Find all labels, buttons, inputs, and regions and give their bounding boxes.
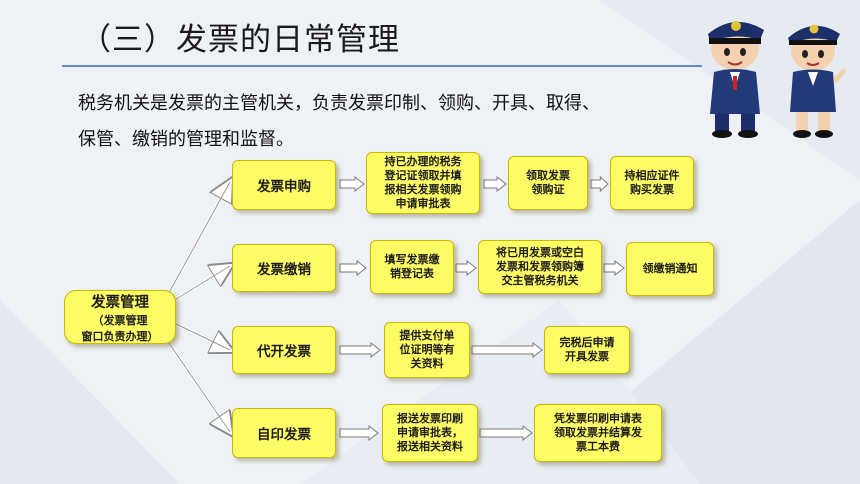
- agent-issue-step-1: 提供支付单 位证明等有 关资料: [384, 322, 470, 378]
- agent-issue-step-2: 完税后申请 开具发票: [544, 326, 630, 374]
- step-arrow-9: [339, 424, 379, 442]
- step-arrow-1: [339, 175, 365, 193]
- cancellation-step-3: 领缴销通知: [626, 242, 714, 296]
- cancellation-step-1: 填写发票缴 销登记表: [370, 240, 454, 294]
- purchase-step-1: 持已办理的税务 登记证领取并填 报相关发票领购 申请审批表: [366, 152, 480, 214]
- step-arrow-10: [479, 424, 533, 442]
- intro-text: 税务机关是发票的主管机关，负责发票印制、领购、开具、取得、 保管、缴销的管理和监…: [78, 86, 698, 158]
- self-print-step-1: 报送发票印刷 申请审批表， 报送相关资料: [382, 404, 478, 462]
- step-arrow-3: [590, 175, 609, 193]
- step-arrow-5: [455, 259, 477, 277]
- category-cancellation: 发票缴销: [232, 244, 336, 292]
- category-agent-issue: 代开发票: [232, 326, 336, 374]
- main-node-sub-line-1: （发票管理: [92, 313, 148, 327]
- step-arrow-8: [471, 341, 543, 359]
- intro-line-1: 税务机关是发票的主管机关，负责发票印制、领购、开具、取得、: [78, 93, 600, 114]
- category-self-print: 自印发票: [232, 408, 336, 458]
- intro-line-2: 保管、缴销的管理和监督。: [78, 129, 294, 150]
- cancellation-step-2: 将已用发票或空白 发票和发票领购簿 交主管税务机关: [478, 240, 602, 294]
- page-title: （三）发票的日常管理: [80, 22, 400, 58]
- step-arrow-2: [483, 175, 507, 193]
- officer-mascot-female-icon: [788, 24, 846, 138]
- officer-mascot-male-icon: [708, 21, 764, 138]
- category-purchase: 发票申购: [232, 160, 336, 210]
- self-print-step-2: 凭发票印刷申请表 领取发票并结算发 票工本费: [534, 404, 662, 462]
- purchase-step-3: 持相应证件 购买发票: [610, 156, 694, 210]
- step-arrow-7: [339, 341, 381, 359]
- purchase-step-2: 领取发票 领购证: [508, 156, 588, 210]
- step-arrow-6: [603, 259, 625, 277]
- main-node-label: 发票管理: [91, 294, 149, 311]
- step-arrow-4: [339, 259, 367, 277]
- main-node-sub-line-2: 窗口负责办理）: [81, 329, 159, 343]
- title-underline: [62, 65, 702, 67]
- main-node-invoice-management: 发票管理 （发票管理 窗口负责办理）: [64, 290, 176, 344]
